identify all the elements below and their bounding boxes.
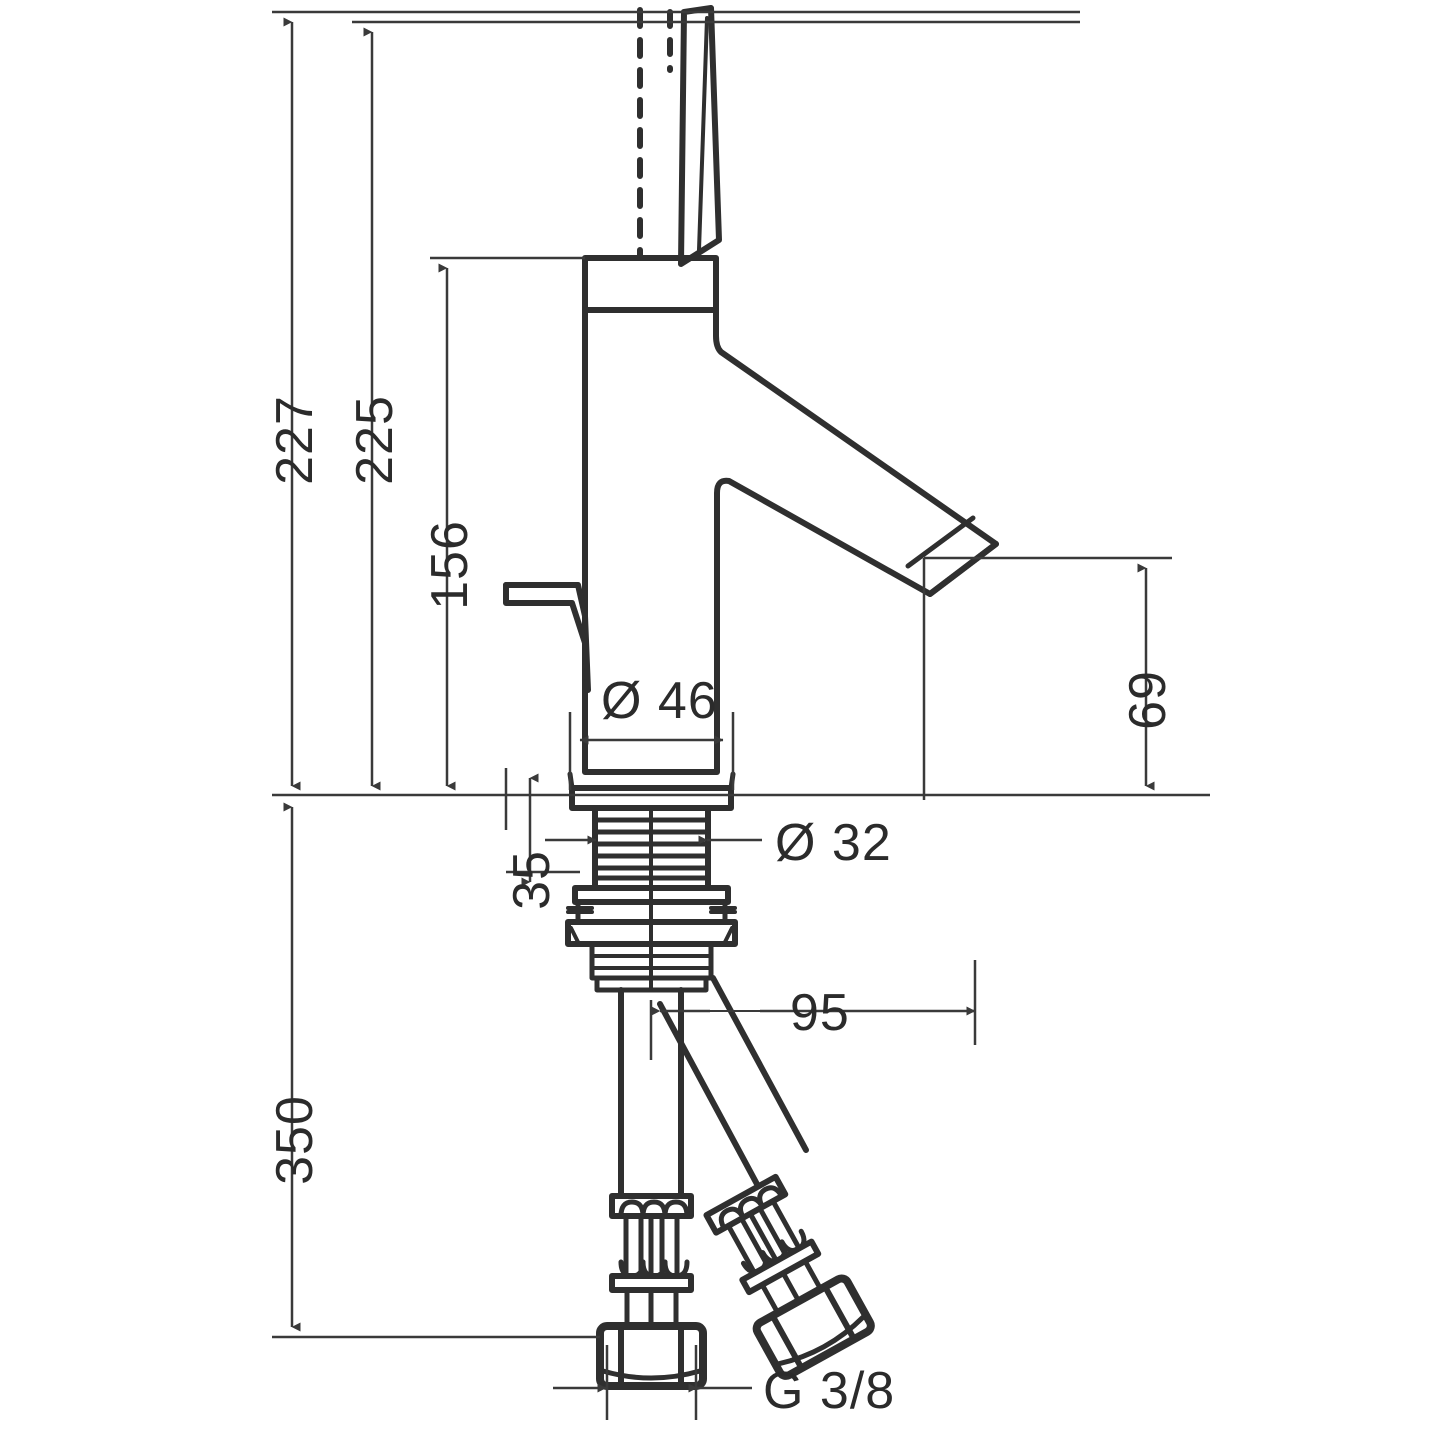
- lever-handle: [678, 5, 722, 267]
- dim-label-156: 156: [421, 520, 479, 610]
- dim-label-46: Ø 46: [601, 672, 718, 730]
- threaded-shank: [592, 805, 711, 891]
- dim-label-227: 227: [266, 395, 324, 485]
- pop-up-waste-lever: [503, 582, 591, 693]
- dim-label-95: 95: [790, 984, 850, 1042]
- handle-center-reference-line: [637, 7, 673, 261]
- dim-label-69: 69: [1119, 670, 1177, 730]
- dim-label-350: 350: [266, 1095, 324, 1185]
- base-flange: [567, 771, 736, 811]
- flexible-hose-left: [596, 987, 707, 1390]
- mounting-hardware: [565, 885, 738, 993]
- flexible-hose-right: [657, 975, 875, 1380]
- dim-label-32: Ø 32: [775, 814, 892, 872]
- dim-label-35: 35: [503, 850, 561, 910]
- dim-label-thread: G 3/8: [763, 1362, 895, 1420]
- dim-label-225: 225: [346, 395, 404, 485]
- extension-lines: [272, 10, 1210, 1420]
- mixer-body: [582, 255, 999, 775]
